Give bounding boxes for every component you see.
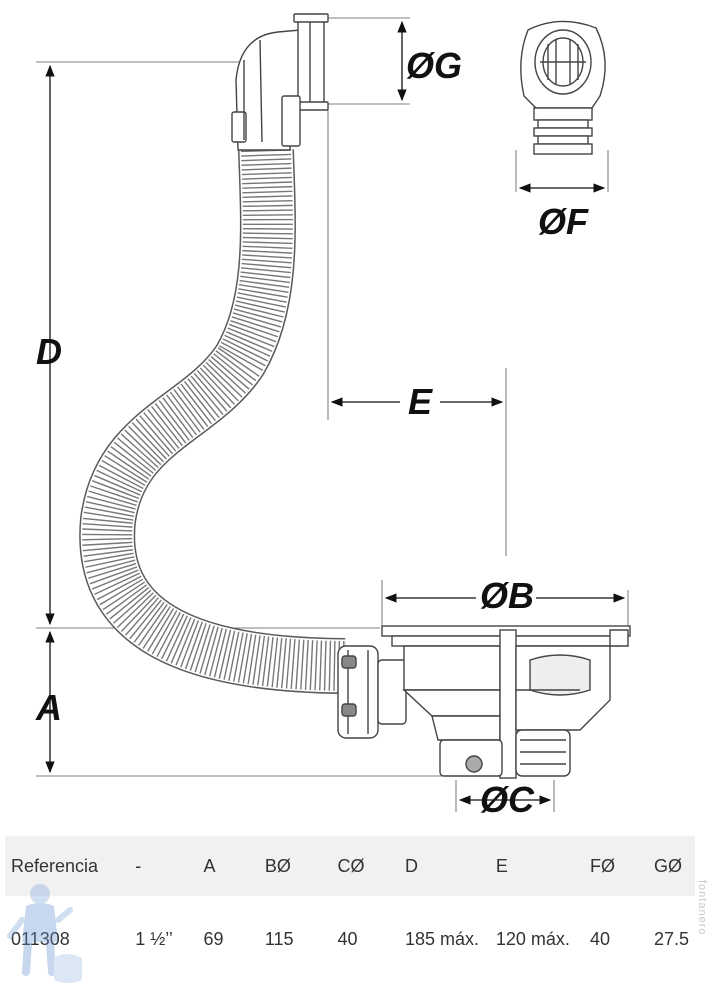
- dimension-label-d: D: [36, 331, 62, 372]
- dimension-label-g: ØG: [406, 45, 463, 86]
- header-e: E: [495, 855, 508, 876]
- cell-size: 1 ½’’: [135, 928, 173, 949]
- table-row: 011308 1 ½’’ 69 115 40 185 máx. 120 máx.…: [5, 896, 695, 982]
- dimension-label-f: ØF: [538, 201, 588, 242]
- spec-table: Referencia - A BØ CØ D E FØ GØ 011308 1 …: [5, 836, 695, 982]
- extension-lines: [36, 17, 629, 812]
- plumber-mascot-watermark: [7, 884, 82, 983]
- overflow-elbow: [231, 13, 329, 151]
- technical-drawing: [36, 13, 631, 812]
- watermark-side-text: fontanero: [696, 880, 708, 936]
- cell-a: 69: [203, 928, 224, 949]
- overflow-grille-view: [520, 20, 606, 155]
- header-f: FØ: [590, 855, 616, 876]
- corrugated-hose: [79, 149, 346, 694]
- header-d: D: [405, 855, 419, 876]
- cell-f: 40: [590, 928, 611, 949]
- dimension-label-e: E: [408, 381, 433, 422]
- header-b: BØ: [264, 855, 291, 876]
- table-header-row: Referencia - A BØ CØ D E FØ GØ: [5, 836, 695, 896]
- dimension-label-b: ØB: [480, 575, 534, 616]
- cell-referencia: 011308: [5, 896, 129, 982]
- cell-c: 40: [337, 928, 358, 949]
- header-referencia: Referencia: [11, 855, 99, 876]
- cell-b: 115: [264, 928, 294, 949]
- dimension-label-a: A: [36, 687, 62, 728]
- header-size: -: [135, 855, 142, 876]
- header-g: GØ: [653, 855, 682, 876]
- strainer-waste: [381, 625, 631, 779]
- header-c: CØ: [337, 855, 365, 876]
- cell-d: 185 máx.: [405, 928, 480, 949]
- hose-nut: [337, 645, 407, 739]
- spec-table-container: Referencia - A BØ CØ D E FØ GØ 011308 1 …: [5, 836, 695, 990]
- header-a: A: [203, 855, 216, 876]
- cell-e: 120 máx.: [495, 928, 570, 949]
- dimension-arrows: [45, 20, 626, 805]
- dimension-label-c: ØC: [480, 779, 534, 820]
- cell-g: 27.5: [653, 928, 689, 949]
